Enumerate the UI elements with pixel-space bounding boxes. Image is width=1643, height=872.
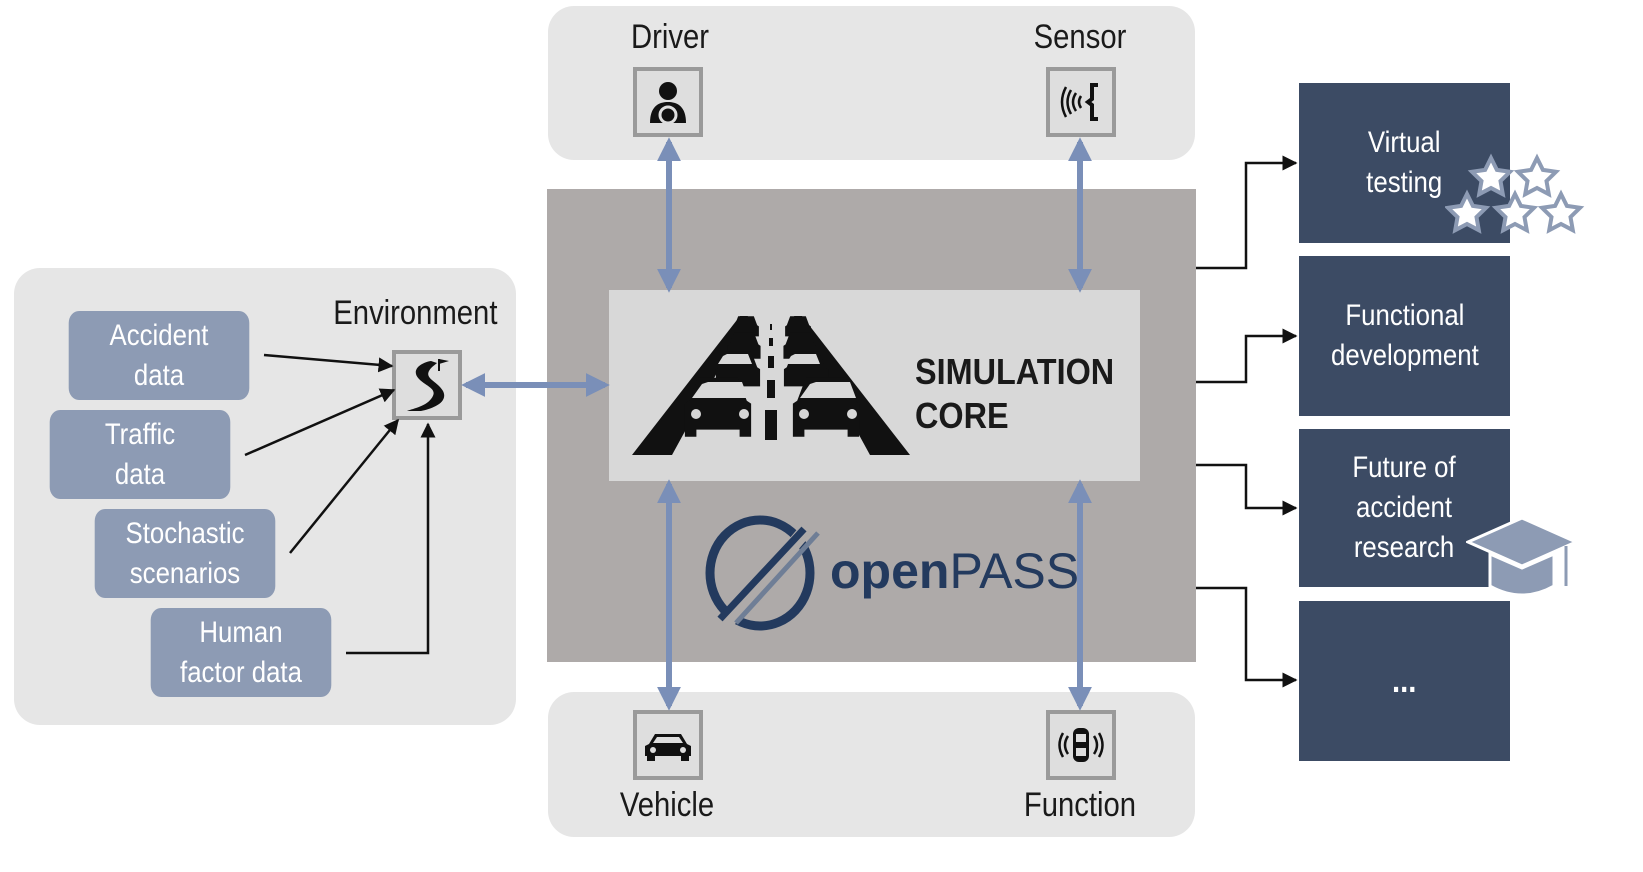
output-label: Virtual testing	[1366, 126, 1443, 199]
source-box-human-factor-data: Human factor data	[150, 608, 332, 697]
output-label: Functional development	[1330, 299, 1479, 372]
vehicle-label: Vehicle	[619, 786, 715, 824]
source-box-traffic-data: Traffic data	[49, 410, 231, 499]
environment-label: Environment	[333, 294, 498, 332]
traffic-cars-icon	[632, 316, 910, 455]
source-box-stochastic-scenarios: Stochastic scenarios	[94, 509, 276, 598]
logo-text-pass: PASS	[949, 543, 1080, 599]
output-label: Future of accident research	[1352, 451, 1457, 564]
driver-icon	[633, 67, 703, 137]
output-more: ...	[1299, 601, 1510, 761]
core-title-line2: CORE	[915, 395, 1009, 436]
sensor-icon	[1046, 67, 1116, 137]
source-box-accident-data: Accident data	[68, 311, 250, 400]
function-icon	[1046, 710, 1116, 780]
output-functional-development: Functional development	[1299, 256, 1510, 416]
road-icon	[392, 350, 462, 420]
sensor-label: Sensor	[1033, 18, 1127, 56]
graduation-cap-icon	[1466, 516, 1580, 597]
output-future-of-accident-research: Future of accident research	[1299, 429, 1510, 587]
vehicle-icon	[633, 710, 703, 780]
output-label: ...	[1392, 662, 1417, 700]
core-title-line1: SIMULATION	[915, 351, 1115, 392]
function-label: Function	[1023, 786, 1137, 824]
openpass-logo-text: openPASS	[830, 542, 1079, 600]
openpass-logo-icon	[705, 515, 820, 631]
logo-text-open: open	[830, 543, 950, 599]
driver-label: Driver	[631, 18, 709, 56]
